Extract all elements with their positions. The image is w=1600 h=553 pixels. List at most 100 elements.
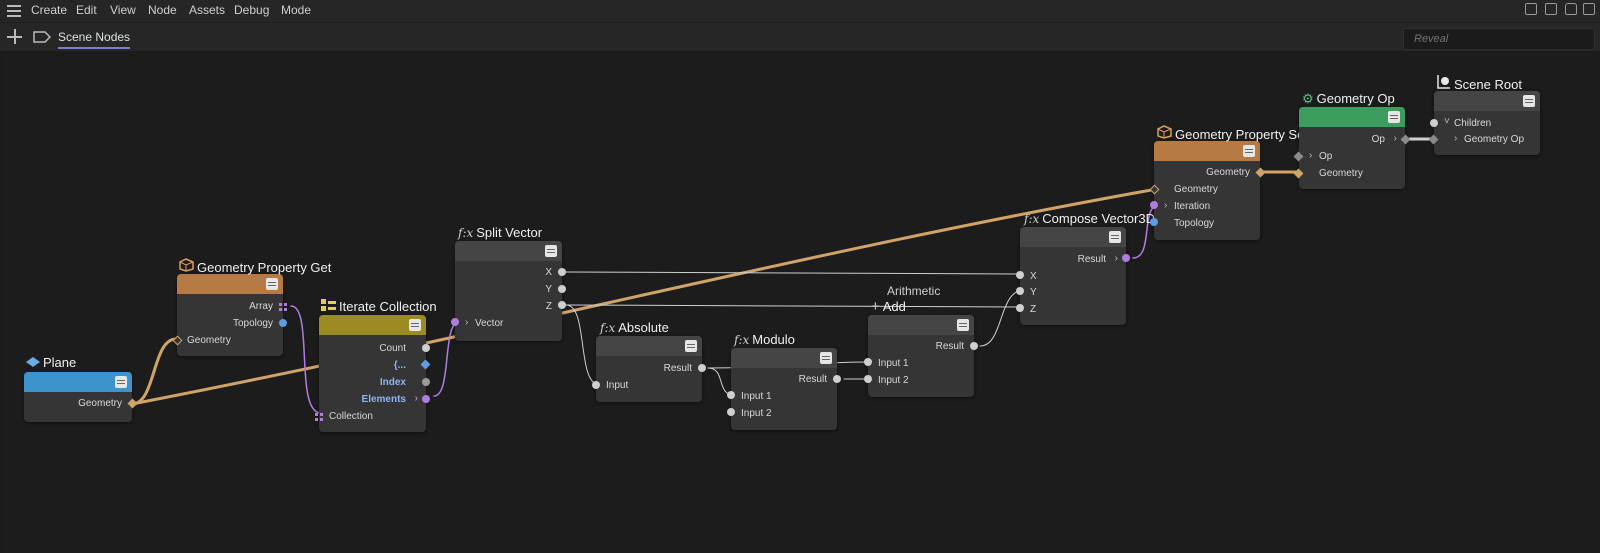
node-menu-icon[interactable] (115, 376, 127, 388)
function-icon: f:x (458, 226, 474, 240)
node-header[interactable] (455, 241, 562, 261)
node-menu-icon[interactable] (409, 319, 421, 331)
function-icon: f:x (734, 333, 750, 347)
node-menu-icon[interactable] (685, 340, 697, 352)
chevron-right-icon[interactable]: › (465, 317, 469, 328)
node-header[interactable] (177, 274, 283, 294)
input-1-port[interactable] (727, 391, 735, 399)
port-label: Geometry (78, 398, 122, 409)
panel-left-icon[interactable] (1525, 3, 1537, 15)
input-2-port[interactable] (727, 408, 735, 416)
node-split-vector[interactable]: X Y Z › Vector (451, 241, 566, 341)
maximize-icon[interactable] (1583, 3, 1595, 15)
node-menu-icon[interactable] (545, 245, 557, 257)
result-output-port[interactable] (1122, 254, 1130, 262)
menu-node[interactable]: Node (148, 3, 177, 17)
array-output-port[interactable] (279, 303, 287, 311)
cube-icon (179, 258, 194, 272)
lock-icon[interactable] (1565, 3, 1577, 15)
chevron-right-icon[interactable]: › (414, 393, 418, 404)
function-icon: f:x (1024, 212, 1040, 226)
node-header[interactable] (596, 336, 702, 356)
add-tab-icon[interactable] (7, 29, 22, 44)
node-header[interactable] (1299, 107, 1405, 127)
node-menu-icon[interactable] (1523, 95, 1535, 107)
node-menu-icon[interactable] (820, 352, 832, 364)
topology-input-port[interactable] (1150, 218, 1158, 226)
menu-assets[interactable]: Assets (189, 3, 226, 17)
wire-plane-to-gpget (130, 337, 178, 406)
chevron-right-icon[interactable]: › (1309, 150, 1313, 161)
port-label: Collection (329, 411, 373, 422)
node-geometry-op[interactable]: Op › › Op Geometry (1293, 107, 1411, 189)
node-geometry-property-get[interactable]: Array Topology Geometry (172, 274, 287, 356)
plus-icon: + (871, 298, 880, 315)
port-label: X (1030, 271, 1037, 282)
panel-right-icon[interactable] (1545, 3, 1557, 15)
menu-mode[interactable]: Mode (281, 3, 312, 17)
node-menu-icon[interactable] (1388, 111, 1400, 123)
elements-output-port[interactable] (422, 395, 430, 403)
count-output-port[interactable] (422, 344, 430, 352)
reveal-search-input[interactable] (1403, 28, 1595, 50)
wire-array-to-collection (290, 305, 322, 414)
y-output-port[interactable] (558, 285, 566, 293)
node-absolute[interactable]: Result Input (592, 336, 706, 402)
node-iterate-collection[interactable]: Count {... Index Elements › Collection (315, 315, 431, 432)
menu-debug[interactable]: Debug (234, 3, 270, 17)
result-output-port[interactable] (833, 375, 841, 383)
node-header[interactable] (1434, 91, 1540, 111)
node-scene-root[interactable]: ˅ Children › Geometry Op (1428, 91, 1540, 155)
node-title-scene-root: Scene Root (1437, 75, 1522, 92)
result-output-port[interactable] (970, 342, 978, 350)
input-1-port[interactable] (864, 358, 872, 366)
node-add[interactable]: Result Input 1 Input 2 (864, 315, 978, 397)
tag-icon[interactable] (33, 31, 51, 43)
node-header[interactable] (24, 372, 132, 392)
tab-scene-nodes[interactable]: Scene Nodes (58, 30, 131, 49)
chevron-right-icon[interactable]: › (1393, 133, 1397, 144)
result-output-port[interactable] (698, 364, 706, 372)
menu-view[interactable]: View (110, 3, 136, 17)
index-output-port[interactable] (422, 378, 430, 386)
chevron-right-icon[interactable]: › (1114, 253, 1118, 264)
node-header[interactable] (868, 315, 974, 335)
node-plane[interactable]: Geometry (24, 372, 138, 422)
node-geometry-property-set[interactable]: Geometry Geometry › Iteration Topology (1149, 141, 1266, 240)
gears-icon: ⚙ (1302, 91, 1314, 106)
node-modulo[interactable]: Result Input 1 Input 2 (727, 348, 841, 430)
node-menu-icon[interactable] (1109, 231, 1121, 243)
children-input-port[interactable] (1430, 119, 1438, 127)
chevron-down-icon[interactable]: ˅ (1444, 116, 1450, 127)
input-port[interactable] (592, 381, 600, 389)
node-header[interactable] (1020, 227, 1126, 247)
z-output-port[interactable] (558, 301, 566, 309)
collection-input-port[interactable] (315, 413, 323, 421)
chevron-right-icon[interactable]: › (1454, 133, 1458, 144)
menu-create[interactable]: Create (31, 3, 68, 17)
input-2-port[interactable] (864, 375, 872, 383)
y-input-port[interactable] (1016, 287, 1024, 295)
vector-input-port[interactable] (451, 318, 459, 326)
x-input-port[interactable] (1016, 271, 1024, 279)
menu-edit[interactable]: Edit (76, 3, 97, 17)
chevron-right-icon[interactable]: › (1164, 200, 1168, 211)
node-header[interactable] (1154, 141, 1260, 161)
hamburger-menu-icon[interactable] (7, 5, 21, 17)
iteration-input-port[interactable] (1150, 201, 1158, 209)
x-output-port[interactable] (558, 268, 566, 276)
topology-output-port[interactable] (279, 319, 287, 327)
wire-plane-to-gpset (130, 187, 1159, 406)
node-menu-icon[interactable] (957, 319, 969, 331)
port-label: Result (1077, 254, 1106, 265)
node-graph-canvas[interactable]: Geometry Plane Array Topology Geometry G… (4, 52, 1600, 553)
node-menu-icon[interactable] (266, 278, 278, 290)
z-input-port[interactable] (1016, 304, 1024, 312)
wire-x-to-compose-x (565, 271, 1025, 275)
node-header[interactable] (731, 348, 837, 368)
node-menu-icon[interactable] (1243, 145, 1255, 157)
node-compose-vector3d[interactable]: Result › X Y Z (1016, 227, 1130, 325)
node-title-plane: Plane (26, 355, 76, 370)
port-label: Input 1 (878, 358, 909, 369)
node-header[interactable] (319, 315, 426, 335)
